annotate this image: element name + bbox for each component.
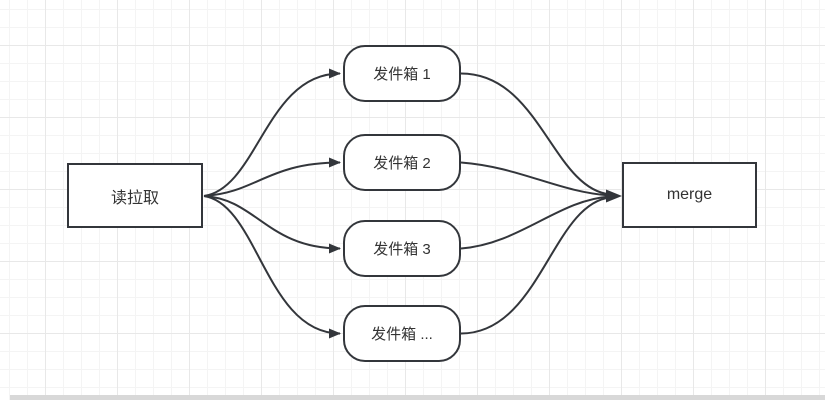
node-outbox-2[interactable]: 发件箱 2 [343,134,461,191]
node-source[interactable]: 读拉取 [67,163,203,228]
node-outbox-1[interactable]: 发件箱 1 [343,45,461,102]
node-source-label: 读拉取 [110,189,159,207]
edge-outbox-etc-to-merge[interactable] [460,196,611,335]
node-outbox-1-label: 发件箱 1 [373,66,431,83]
edge-outbox-1-to-merge[interactable] [460,72,611,196]
edge-source-to-outbox-2[interactable] [203,157,341,197]
node-merge[interactable]: merge [622,162,757,228]
node-merge-label: merge [666,186,713,203]
node-outbox-3[interactable]: 发件箱 3 [343,220,461,277]
edge-source-to-outbox-etc[interactable] [203,195,341,339]
node-outbox-2-label: 发件箱 2 [373,155,431,172]
node-outbox-etc[interactable]: 发件箱 ... [343,305,461,362]
edge-source-to-outbox-3[interactable] [203,195,341,254]
horizontal-scrollbar[interactable] [10,395,825,400]
edge-source-to-outbox-1[interactable] [203,68,341,197]
edge-outbox-2-to-merge[interactable] [460,161,611,197]
node-outbox-3-label: 发件箱 3 [373,241,431,258]
node-outbox-etc-label: 发件箱 ... [371,326,433,343]
merge-arrowhead-icon [606,189,622,203]
edge-outbox-3-to-merge[interactable] [460,195,611,250]
